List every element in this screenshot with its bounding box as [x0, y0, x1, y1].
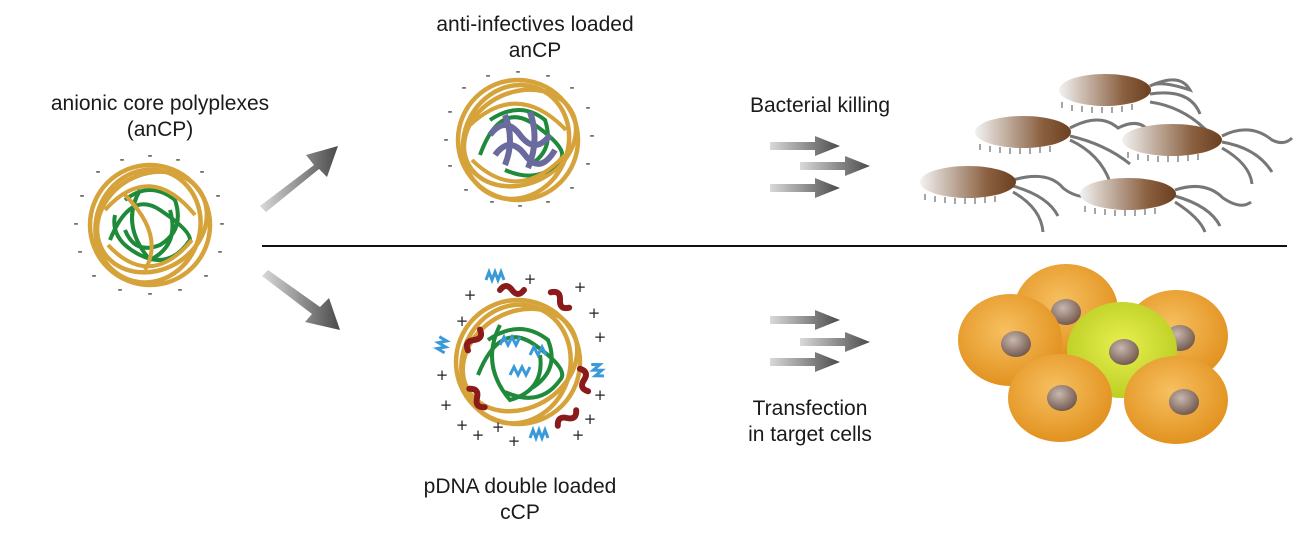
transfection-label-line2: in target cells: [748, 423, 872, 446]
transfection-label: Transfection in target cells: [720, 396, 900, 448]
charge-minus: -: [443, 132, 448, 148]
charge-minus: -: [447, 158, 452, 174]
killing-label: Bacterial killing: [749, 94, 891, 117]
top-product-label-line1: anti-infectives loaded: [436, 13, 634, 36]
charge-minus: -: [545, 194, 550, 210]
top-product-label-line2: anCP: [508, 39, 562, 62]
charge-minus: -: [147, 286, 152, 302]
charge-plus: +: [594, 386, 607, 404]
charge-minus: -: [91, 268, 96, 284]
bacterium: [975, 116, 1150, 183]
charge-plus: +: [572, 426, 585, 444]
charge-minus: -: [147, 148, 152, 164]
charge-plus: +: [594, 328, 607, 346]
bacterium: [920, 166, 1099, 233]
charge-minus: -: [77, 244, 82, 260]
charge-minus: -: [117, 282, 122, 298]
charge-plus: +: [436, 366, 449, 384]
charge-minus: -: [545, 68, 550, 84]
charge-plus: +: [472, 426, 485, 444]
bottom-product-label: pDNA double loaded cCP: [370, 474, 670, 526]
bacteria-cluster: [920, 74, 1294, 233]
charge-minus: -: [585, 100, 590, 116]
charge-minus: -: [489, 194, 494, 210]
charge-minus: -: [199, 164, 204, 180]
charge-minus: -: [175, 152, 180, 168]
charge-plus: +: [524, 270, 537, 288]
charge-minus: -: [177, 282, 182, 298]
bacteria-pili: [924, 102, 1199, 216]
charge-minus: -: [461, 80, 466, 96]
charge-plus: +: [574, 278, 587, 296]
charge-minus: -: [447, 104, 452, 120]
source-label-line2: (anCP): [126, 118, 194, 141]
top-product-label: anti-infectives loaded anCP: [385, 12, 685, 64]
cell: [1008, 354, 1112, 442]
charge-plus: +: [456, 416, 469, 434]
bacterium: [1080, 178, 1252, 233]
charge-plus: +: [588, 304, 601, 322]
charge-minus: -: [95, 164, 100, 180]
charge-minus: -: [589, 128, 594, 144]
bacterium: [1122, 124, 1294, 185]
charge-plus: +: [584, 410, 597, 428]
transfection-label-line1: Transfection: [752, 397, 868, 420]
charge-minus: -: [215, 188, 220, 204]
source-polyplex: - - - - - - - - - - - - - - - -: [73, 148, 224, 302]
charge-minus: -: [219, 216, 224, 232]
charge-minus: -: [119, 152, 124, 168]
charge-minus: -: [79, 188, 84, 204]
charge-minus: -: [569, 180, 574, 196]
bottom-product-label-line1: pDNA double loaded: [423, 475, 617, 498]
charge-minus: -: [203, 268, 208, 284]
bottom-product-label-line2: cCP: [500, 501, 540, 524]
charge-plus: +: [456, 312, 469, 330]
cell-cluster: [958, 264, 1228, 444]
charge-minus: -: [485, 68, 490, 84]
killing-arrows-icon: [770, 136, 870, 198]
transfection-arrows-icon: [770, 310, 870, 372]
source-label: anionic core polyplexes (anCP): [20, 91, 300, 143]
drug-loaded-polyplex: - - - - - - - - - - - - - - - -: [443, 64, 594, 214]
charge-minus: -: [217, 244, 222, 260]
charge-minus: -: [73, 216, 78, 232]
charge-minus: -: [569, 80, 574, 96]
arrow-down-right-icon: [262, 270, 340, 330]
charge-minus: -: [585, 156, 590, 172]
charge-plus: +: [464, 286, 477, 304]
arrow-up-right-icon: [260, 146, 338, 212]
charge-minus: -: [463, 182, 468, 198]
source-label-line1: anionic core polyplexes: [50, 92, 270, 115]
double-loaded-polyplex: + + + + + + + + + + + + + + +: [433, 267, 607, 450]
charge-plus: +: [492, 418, 505, 436]
charge-plus: +: [508, 432, 521, 450]
cell: [1124, 356, 1228, 444]
charge-plus: +: [440, 396, 453, 414]
charge-minus: -: [515, 64, 520, 80]
charge-minus: -: [517, 198, 522, 214]
